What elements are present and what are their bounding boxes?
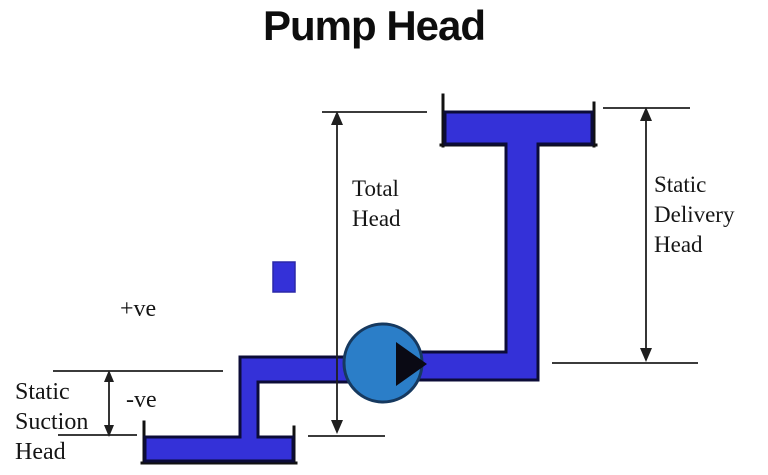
- total-head-dimension: [308, 111, 427, 437]
- suction-head-up-arrow-icon: [104, 370, 114, 382]
- delivery-head-down-arrow-icon: [640, 348, 652, 362]
- static-suction-head-dimension: [53, 370, 223, 437]
- pump: [342, 322, 427, 404]
- delivery-head-up-arrow-icon: [640, 107, 652, 121]
- total-head-up-arrow-icon: [331, 111, 343, 125]
- static-delivery-head-label: Static Delivery Head: [654, 172, 735, 257]
- flow-direction-arrow-icon: [396, 342, 427, 386]
- suction-head-down-arrow-icon: [104, 425, 114, 437]
- total-head-down-arrow-icon: [331, 420, 343, 434]
- total-head-label: Total Head: [352, 176, 401, 231]
- positive-gauge-label: +ve: [120, 296, 157, 322]
- static-delivery-head-dimension: [552, 107, 698, 364]
- negative-gauge-label: -ve: [126, 387, 157, 413]
- static-suction-head-label: Static Suction Head: [15, 379, 89, 465]
- liquid-marker-square: [272, 261, 296, 293]
- slide-title: Pump Head: [262, 2, 486, 49]
